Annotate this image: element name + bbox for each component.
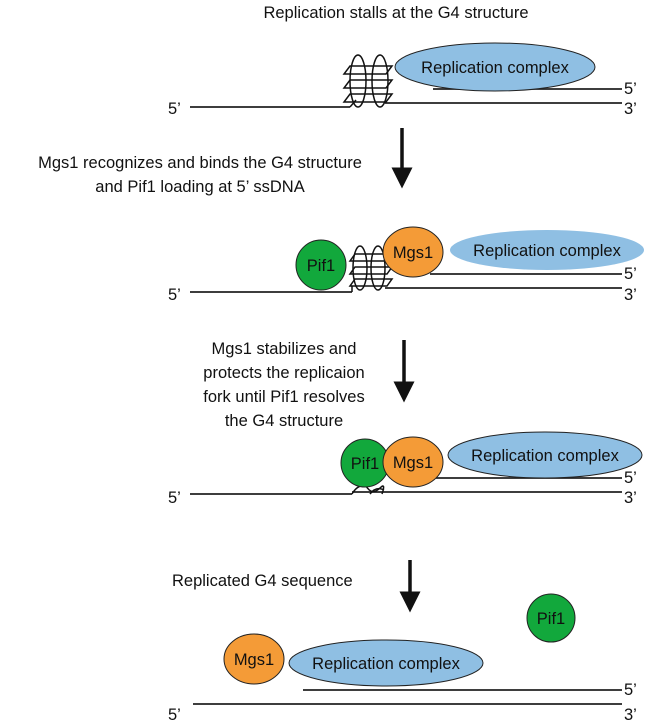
five-prime-label: 5’ [168,706,181,724]
pif1-label: Pif1 [351,455,379,473]
replication-complex-label: Replication complex [473,242,621,260]
five-prime-label: 5’ [624,80,637,98]
replication-complex [288,639,484,687]
step-3: Mgs1 stabilizes and protects the replica… [168,340,643,507]
five-prime-label: 5’ [168,489,181,507]
mgs1-protein [382,226,444,278]
five-prime-label: 5’ [168,100,181,118]
three-prime-label: 3’ [624,489,637,507]
mgs1-protein [223,633,285,685]
step-3-caption-line-2: protects the replicaion [203,364,364,382]
step-4-caption: Replicated G4 sequence [172,572,353,590]
step-2-caption-line-1: Mgs1 recognizes and binds the G4 structu… [38,154,362,172]
five-prime-label: 5’ [624,469,637,487]
five-prime-label: 5’ [624,681,637,699]
step-3-caption-line-1: Mgs1 stabilizes and [212,340,357,358]
replication-complex [450,230,644,270]
pif1-label: Pif1 [537,610,565,628]
replication-complex [447,431,643,479]
pif1-protein [295,239,347,291]
three-prime-label: 3’ [624,100,637,118]
five-prime-label: 5’ [624,265,637,283]
replication-complex-label: Replication complex [471,447,619,465]
g4-structure-icon [348,245,394,292]
three-prime-label: 3’ [624,286,637,304]
step-1-caption: Replication stalls at the G4 structure [263,4,528,22]
replication-complex-label: Replication complex [312,655,460,673]
replication-complex-label: Replication complex [421,59,569,77]
pif1-label: Pif1 [307,257,335,275]
five-prime-label: 5’ [168,286,181,304]
step-1: Replication stalls at the G4 structure R… [168,4,637,118]
g4-structure-icon [342,54,394,108]
step-2-caption-line-2: and Pif1 loading at 5’ ssDNA [95,178,304,196]
mgs1-label: Mgs1 [393,454,433,472]
step-2: Mgs1 recognizes and binds the G4 structu… [38,154,644,304]
mgs1-label: Mgs1 [393,244,433,262]
three-prime-label: 3’ [624,706,637,724]
mgs1-label: Mgs1 [234,651,274,669]
unwound-g4-icon [351,484,385,495]
step-3-caption-line-3: fork until Pif1 resolves [203,388,364,406]
mgs1-protein [382,436,444,488]
step-3-caption-line-4: the G4 structure [225,412,343,430]
pif1-protein [526,593,576,643]
step-4: Replicated G4 sequence Pif1 Mgs1 Replica… [168,572,637,724]
replication-complex [394,42,596,92]
